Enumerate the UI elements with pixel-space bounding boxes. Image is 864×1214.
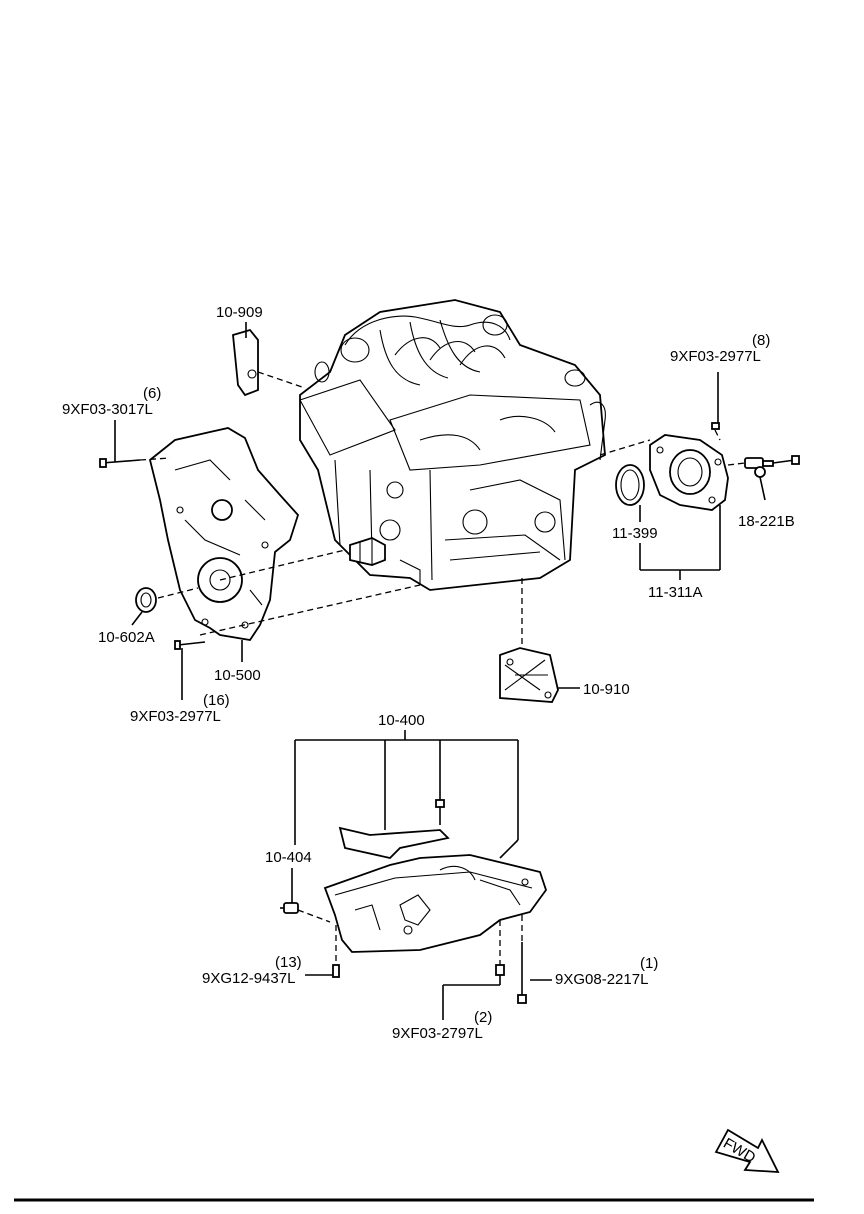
baffle-plate-illustration [338, 826, 450, 859]
label-9xg12-9437l-qty: (13) [275, 954, 302, 971]
label-9xg08-2217l-qty: (1) [640, 955, 658, 972]
timing-cover-10-500-illustration [148, 427, 300, 641]
gasket-10-909-illustration [232, 328, 259, 397]
label-9xf03-2797l-qty: (2) [474, 1009, 492, 1026]
label-9xf03-3017l: 9XF03-3017L [62, 401, 153, 418]
label-9xg08-2217l: 9XG08-2217L [555, 971, 648, 988]
label-18-221b: 18-221B [738, 513, 795, 530]
label-10-500: 10-500 [214, 667, 261, 684]
label-9xf03-2977l-bot: 9XF03-2977L [130, 708, 221, 725]
bolt-9xf03-3017l-illustration [99, 458, 141, 468]
engine-block-illustration [299, 299, 606, 591]
label-9xf03-3017l-qty: (6) [143, 385, 161, 402]
label-11-311a: 11-311A [648, 584, 703, 601]
label-9xf03-2977l-top: 9XF03-2977L [670, 348, 761, 365]
seal-11-399-illustration [615, 464, 645, 506]
label-9xf03-2797l: 9XF03-2797L [392, 1025, 483, 1042]
oil-pan-illustration [323, 854, 548, 953]
bracket-10-910-illustration [499, 647, 559, 703]
label-10-404: 10-404 [265, 849, 312, 866]
label-11-399: 11-399 [612, 525, 658, 542]
label-10-909: 10-909 [216, 304, 263, 321]
label-9xf03-2977l-bot-qty: (16) [203, 692, 230, 709]
sensor-18-221b-illustration [744, 455, 800, 478]
label-9xg12-9437l: 9XG12-9437L [202, 970, 295, 987]
label-9xf03-2977l-top-qty: (8) [752, 332, 770, 349]
seal-10-602a-illustration [135, 587, 157, 613]
drain-plug-10-404-illustration [280, 902, 299, 914]
label-10-400: 10-400 [378, 712, 425, 729]
rear-seal-retainer-11-311a-illustration [649, 434, 729, 511]
label-10-910: 10-910 [583, 681, 630, 698]
forward-arrow-icon: FWD [714, 1128, 780, 1173]
label-10-602a: 10-602A [98, 629, 155, 646]
